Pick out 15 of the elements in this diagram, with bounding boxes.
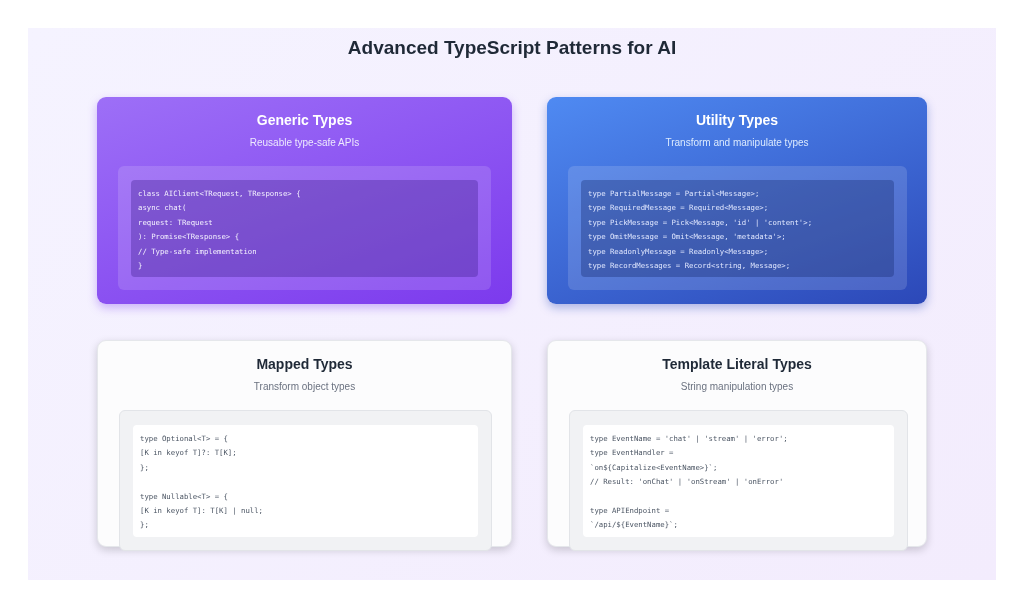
pattern-card: [97, 97, 512, 304]
pattern-card: [547, 97, 927, 304]
card-subtitle: String manipulation types: [679, 381, 795, 392]
card-subtitle: Transform and manipulate types: [664, 137, 810, 148]
card-subtitle: Transform object types: [252, 381, 357, 392]
page-title: Advanced TypeScript Patterns for AI: [346, 37, 678, 59]
code-panel: [568, 166, 907, 291]
card-title: Utility Types: [694, 112, 780, 128]
card-subtitle: Reusable type-safe APIs: [248, 137, 361, 148]
card-title: Mapped Types: [255, 356, 354, 372]
card-title: Generic Types: [255, 112, 354, 128]
code-panel: [119, 410, 492, 551]
code-panel: [118, 166, 491, 291]
code-panel: [569, 410, 908, 551]
card-title: Template Literal Types: [661, 356, 813, 372]
